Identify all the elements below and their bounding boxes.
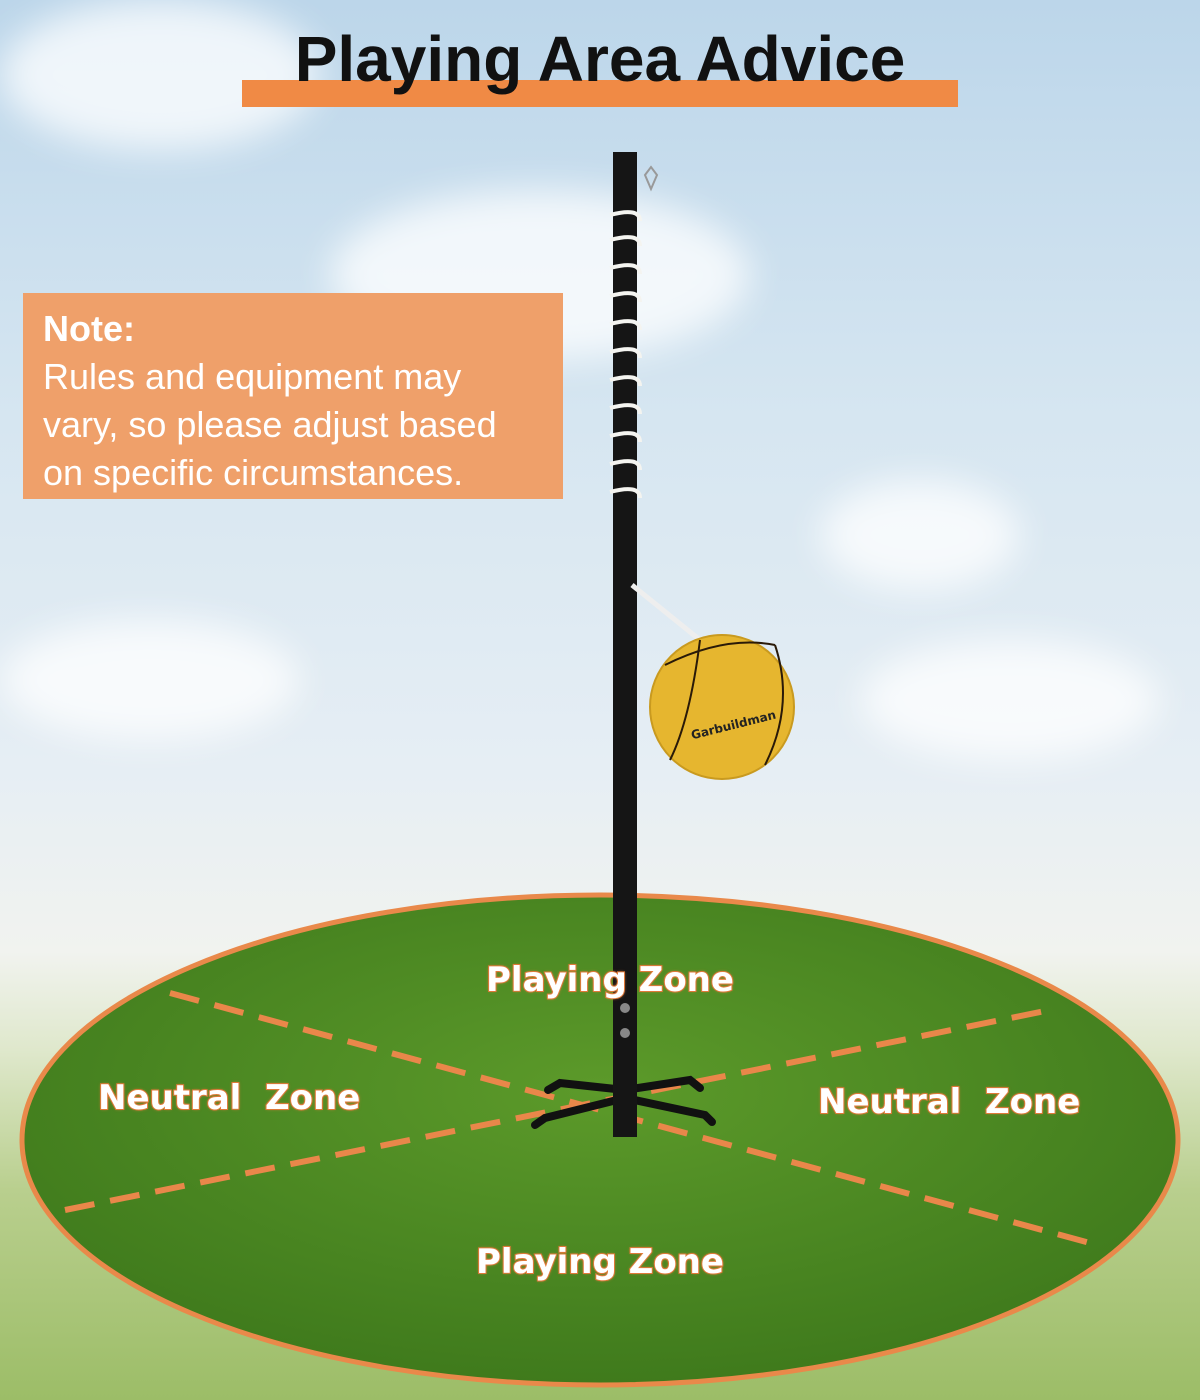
tether-rope (630, 583, 702, 642)
cloud (0, 620, 300, 740)
zone-label-playing-bottom: Playing Zone (475, 1241, 725, 1283)
field-ellipse (19, 892, 1181, 1388)
pole-base (531, 1075, 716, 1129)
note-line: on specific circumstances. (43, 452, 464, 493)
note-line: Rules and equipment may (43, 356, 462, 397)
cloud (860, 640, 1160, 760)
zone-divider (64, 1007, 1051, 1213)
cloud (0, 0, 320, 150)
pole-bolt (620, 1003, 630, 1013)
note-line: vary, so please adjust based (43, 404, 497, 445)
cloud (820, 480, 1020, 590)
title-underline (242, 80, 958, 107)
ball-seams (664, 639, 784, 766)
rope-coil (609, 210, 642, 499)
zone-label-neutral-left: Neutral Zone (97, 1077, 361, 1119)
carabiner-icon (643, 165, 659, 192)
page-title: Playing Area Advice (294, 23, 906, 95)
note-box: Note: Rules and equipment may vary, so p… (23, 293, 563, 499)
note-heading: Note: (43, 308, 135, 349)
tetherball (649, 634, 795, 780)
zone-label-playing-top: Playing Zone (485, 959, 735, 1001)
pole (613, 152, 637, 1137)
zone-label-neutral-right: Neutral Zone (817, 1081, 1081, 1123)
pole-bolt (620, 1028, 630, 1038)
